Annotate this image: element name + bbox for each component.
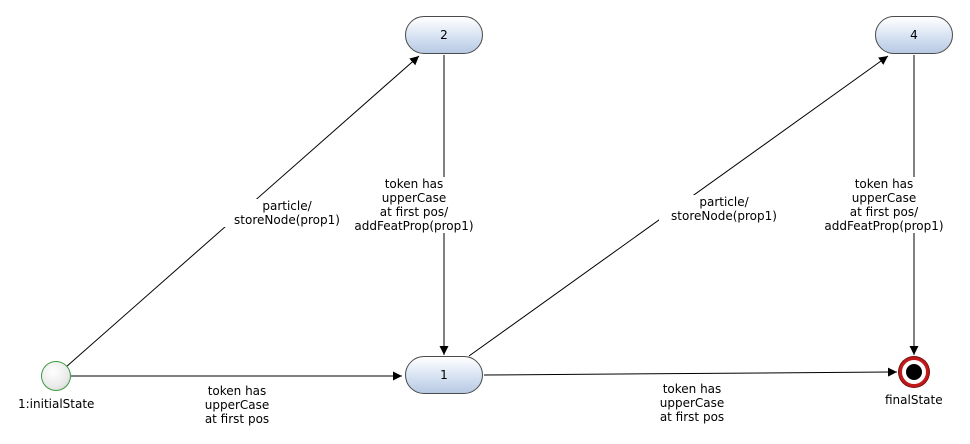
final-state-node[interactable] — [899, 357, 929, 387]
state-1-label: 1 — [440, 368, 448, 382]
edge-label-1-to-4: particle/ storeNode(prop1) — [659, 195, 789, 223]
edge-label-line: particle/ — [262, 199, 312, 213]
edge-label-line: at first pos — [204, 412, 270, 426]
edge-1-to-final — [483, 367, 898, 377]
edge-label-4-to-final: token has upperCase at first pos/ addFea… — [819, 177, 949, 233]
edge-label-line: addFeatProp(prop1) — [354, 219, 474, 233]
edge-label-initial-to-2: particle/ storeNode(prop1) — [222, 199, 352, 227]
edge-label-line: particle/ — [699, 195, 749, 209]
edge-label-2-to-1: token has upperCase at first pos/ addFea… — [349, 177, 479, 233]
edge-label-line: token has — [662, 382, 722, 396]
edge-label-line: addFeatProp(prop1) — [824, 219, 944, 233]
edge-label-line: at first pos/ — [849, 205, 919, 219]
edge-label-line: upperCase — [659, 396, 725, 410]
edge-label-line: token has — [384, 177, 444, 191]
state-1-node[interactable]: 1 — [405, 356, 483, 394]
initial-state-label: 1:initialState — [18, 397, 95, 411]
edge-label-1-to-final: token has upperCase at first pos — [632, 382, 752, 424]
edge-label-line: token has — [207, 384, 267, 398]
edge-label-line: at first pos — [659, 410, 725, 424]
initial-state-node[interactable] — [41, 361, 71, 391]
state-2-label: 2 — [440, 28, 448, 42]
edge-label-line: token has — [854, 177, 914, 191]
edge-label-initial-to-1: token has upperCase at first pos — [177, 384, 297, 426]
state-4-node[interactable]: 4 — [875, 16, 953, 54]
edge-label-line: storeNode(prop1) — [671, 209, 777, 223]
edge-label-line: at first pos/ — [379, 205, 449, 219]
final-state-dot — [906, 364, 922, 380]
edge-label-line: upperCase — [204, 398, 270, 412]
edge-label-line: storeNode(prop1) — [234, 213, 340, 227]
state-4-label: 4 — [910, 28, 918, 42]
final-state-label: finalState — [885, 393, 943, 407]
edge-label-line: upperCase — [851, 191, 917, 205]
edge-label-line: upperCase — [381, 191, 447, 205]
state-2-node[interactable]: 2 — [405, 16, 483, 54]
